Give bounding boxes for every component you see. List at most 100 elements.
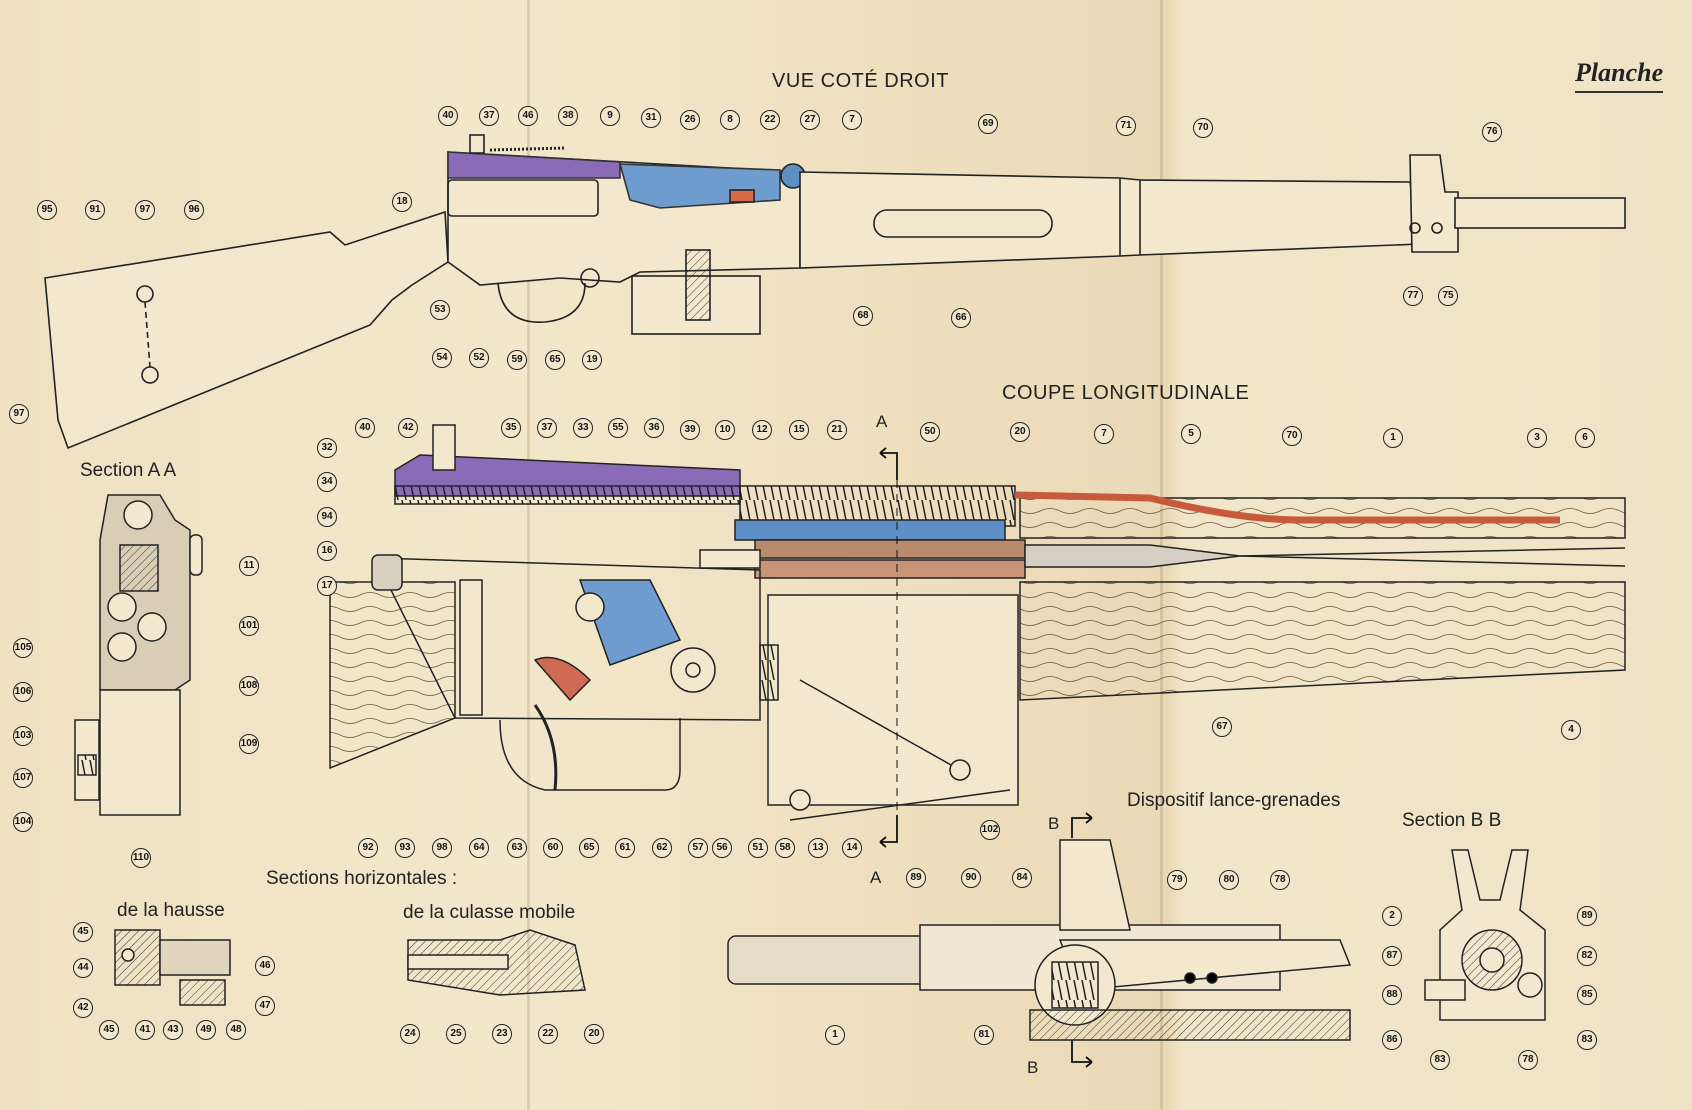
title-grenade-launcher: Dispositif lance-grenades [1127, 790, 1341, 811]
callout: 10 [715, 420, 735, 440]
callout: 108 [239, 676, 259, 696]
callout: 20 [584, 1024, 604, 1044]
callout: 97 [135, 200, 155, 220]
callout: 6 [1575, 428, 1595, 448]
callout: 60 [543, 838, 563, 858]
callout: 13 [808, 838, 828, 858]
callout: 54 [432, 348, 452, 368]
callout: 37 [537, 418, 557, 438]
callout: 49 [196, 1020, 216, 1040]
callout: 38 [558, 106, 578, 126]
section-marker-b-bottom: B [1027, 1058, 1039, 1077]
callout: 11 [239, 556, 259, 576]
callout: 106 [13, 682, 33, 702]
callout: 4 [1561, 720, 1581, 740]
callout: 26 [680, 110, 700, 130]
callout: 67 [1212, 717, 1232, 737]
callout: 91 [85, 200, 105, 220]
callout: 94 [317, 507, 337, 527]
callout: 50 [920, 422, 940, 442]
callout: 45 [73, 922, 93, 942]
callout: 24 [400, 1024, 420, 1044]
callout: 48 [226, 1020, 246, 1040]
callout: 59 [507, 350, 527, 370]
callout: 107 [13, 768, 33, 788]
grenade-launcher-drawing [727, 839, 1352, 1041]
callout: 93 [395, 838, 415, 858]
callout: 64 [469, 838, 489, 858]
callout: 16 [317, 541, 337, 561]
callout: 2 [1382, 906, 1402, 926]
callout: 110 [131, 848, 151, 868]
callout: 90 [961, 868, 981, 888]
callout: 27 [800, 110, 820, 130]
sight-section-drawing [114, 929, 231, 1006]
callout: 46 [518, 106, 538, 126]
callout: 12 [752, 420, 772, 440]
callout: 53 [430, 300, 450, 320]
callout: 31 [641, 108, 661, 128]
callout: 65 [545, 350, 565, 370]
callout: 3 [1527, 428, 1547, 448]
callout: 82 [1577, 946, 1597, 966]
callout: 56 [712, 838, 732, 858]
title-section-bb: Section B B [1402, 810, 1502, 831]
callout: 63 [507, 838, 527, 858]
callout: 76 [1482, 122, 1502, 142]
callout: 81 [974, 1025, 994, 1045]
callout: 92 [358, 838, 378, 858]
callout: 98 [432, 838, 452, 858]
callout: 78 [1518, 1050, 1538, 1070]
callout: 23 [492, 1024, 512, 1044]
callout: 102 [980, 820, 1000, 840]
callout: 101 [239, 616, 259, 636]
section-a-arrows [879, 447, 898, 848]
callout: 83 [1577, 1030, 1597, 1050]
callout: 86 [1382, 1030, 1402, 1050]
callout: 47 [255, 996, 275, 1016]
callout: 43 [163, 1020, 183, 1040]
callout: 80 [1219, 870, 1239, 890]
callout: 71 [1116, 116, 1136, 136]
callout: 68 [853, 306, 873, 326]
callout: 55 [608, 418, 628, 438]
callout: 77 [1403, 286, 1423, 306]
callout: 25 [446, 1024, 466, 1044]
callout: 65 [579, 838, 599, 858]
section-aa-drawing [74, 494, 203, 816]
callout: 40 [355, 418, 375, 438]
callout: 1 [1383, 428, 1403, 448]
section-bb-drawing [1424, 849, 1546, 1021]
callout: 45 [99, 1020, 119, 1040]
callout: 18 [392, 192, 412, 212]
paper-fold [527, 0, 530, 1110]
title-sight-section: de la hausse [117, 900, 225, 921]
callout: 15 [789, 420, 809, 440]
callout: 17 [317, 576, 337, 596]
callout: 89 [906, 868, 926, 888]
title-longitudinal-section: COUPE LONGITUDINALE [1002, 382, 1250, 404]
callout: 22 [538, 1024, 558, 1044]
callout: 42 [398, 418, 418, 438]
callout: 109 [239, 734, 259, 754]
callout: 69 [978, 114, 998, 134]
callout: 103 [13, 726, 33, 746]
bolt-section-drawing [407, 929, 586, 996]
callout: 20 [1010, 422, 1030, 442]
callout: 70 [1282, 426, 1302, 446]
callout: 85 [1577, 985, 1597, 1005]
callout: 35 [501, 418, 521, 438]
callout: 34 [317, 472, 337, 492]
callout: 1 [825, 1025, 845, 1045]
title-section-aa: Section A A [80, 460, 177, 481]
callout: 22 [760, 110, 780, 130]
callout: 78 [1270, 870, 1290, 890]
callout: 105 [13, 638, 33, 658]
callout: 87 [1382, 946, 1402, 966]
title-right-view: VUE COTÉ DROIT [772, 70, 950, 92]
callout: 8 [720, 110, 740, 130]
callout: 33 [573, 418, 593, 438]
callout: 5 [1181, 424, 1201, 444]
section-marker-b-top: B [1048, 814, 1060, 833]
